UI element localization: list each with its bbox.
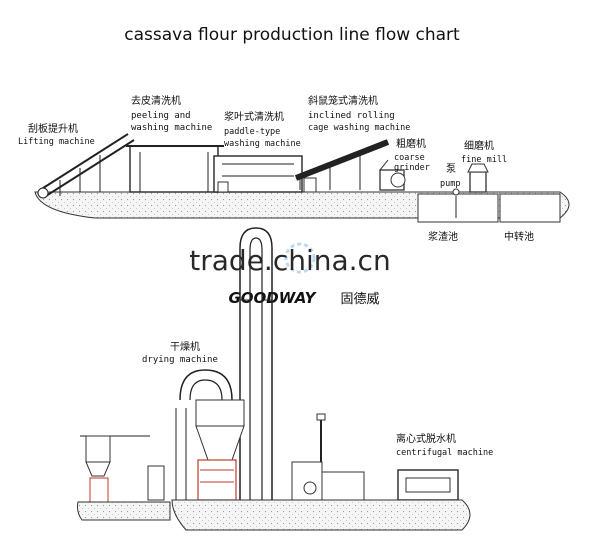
watermark: trade.china.cn GOODWAY 固德威 [189, 242, 391, 307]
label-paddle-en2: washing machine [224, 139, 301, 149]
label-paddle-zh: 浆叶式清洗机 [224, 110, 284, 123]
slurry-tank [417, 193, 499, 223]
label-transfer-tank: 中转池 [504, 230, 534, 243]
fine-mill [467, 163, 489, 193]
airflow-duct [239, 227, 273, 500]
peeling-washing-machine [126, 145, 224, 193]
page-title: cassava flour production line flow chart [124, 25, 460, 45]
label-coarse-zh: 粗磨机 [396, 137, 426, 150]
label-centrifugal-zh: 离心式脱水机 [396, 432, 456, 445]
label-rolling-en1: inclined rolling [308, 111, 395, 121]
paddle-washing-machine [213, 155, 303, 193]
coarse-grinder [379, 159, 406, 191]
label-drying-en: drying machine [142, 355, 218, 365]
label-lifting-zh: 刮板提升机 [28, 122, 78, 135]
rolling-cage-washer [294, 139, 390, 193]
watermark-brand-zh: 固德威 [340, 292, 379, 307]
label-fine-en: fine mill [461, 155, 507, 165]
label-rolling-zh: 斜鼠笼式清洗机 [308, 94, 378, 107]
watermark-brand: GOODWAY [228, 289, 317, 307]
label-drying-zh: 干燥机 [170, 340, 200, 353]
label-peeling-zh: 去皮清洗机 [131, 94, 181, 107]
label-pump-en: pump [440, 179, 460, 189]
label-pump-zh: 泵 [446, 163, 456, 175]
drying-machine [175, 369, 245, 501]
feeder-equipment [291, 413, 365, 501]
lifting-machine [37, 133, 135, 199]
label-peeling-en2: washing machine [131, 123, 212, 133]
label-paddle-en1: paddle-type [224, 127, 280, 137]
pump [452, 188, 460, 218]
label-slurry-tank: 浆渣池 [428, 230, 458, 243]
lower-left-slab [77, 501, 171, 521]
product-collector [80, 435, 165, 503]
label-peeling-en1: peeling and [131, 111, 191, 121]
label-fine-zh: 细磨机 [464, 139, 494, 152]
centrifugal-machine [397, 469, 459, 501]
label-coarse-en1: coarse [394, 153, 425, 163]
transfer-tank [499, 193, 561, 223]
watermark-site: trade.china.cn [189, 244, 390, 277]
label-coarse-en2: grinder [394, 163, 430, 173]
label-lifting-en: Lifting machine [18, 137, 95, 147]
lower-ground-slab [171, 499, 471, 531]
label-rolling-en2: cage washing machine [308, 123, 410, 133]
label-centrifugal-en: centrifugal machine [396, 448, 493, 458]
